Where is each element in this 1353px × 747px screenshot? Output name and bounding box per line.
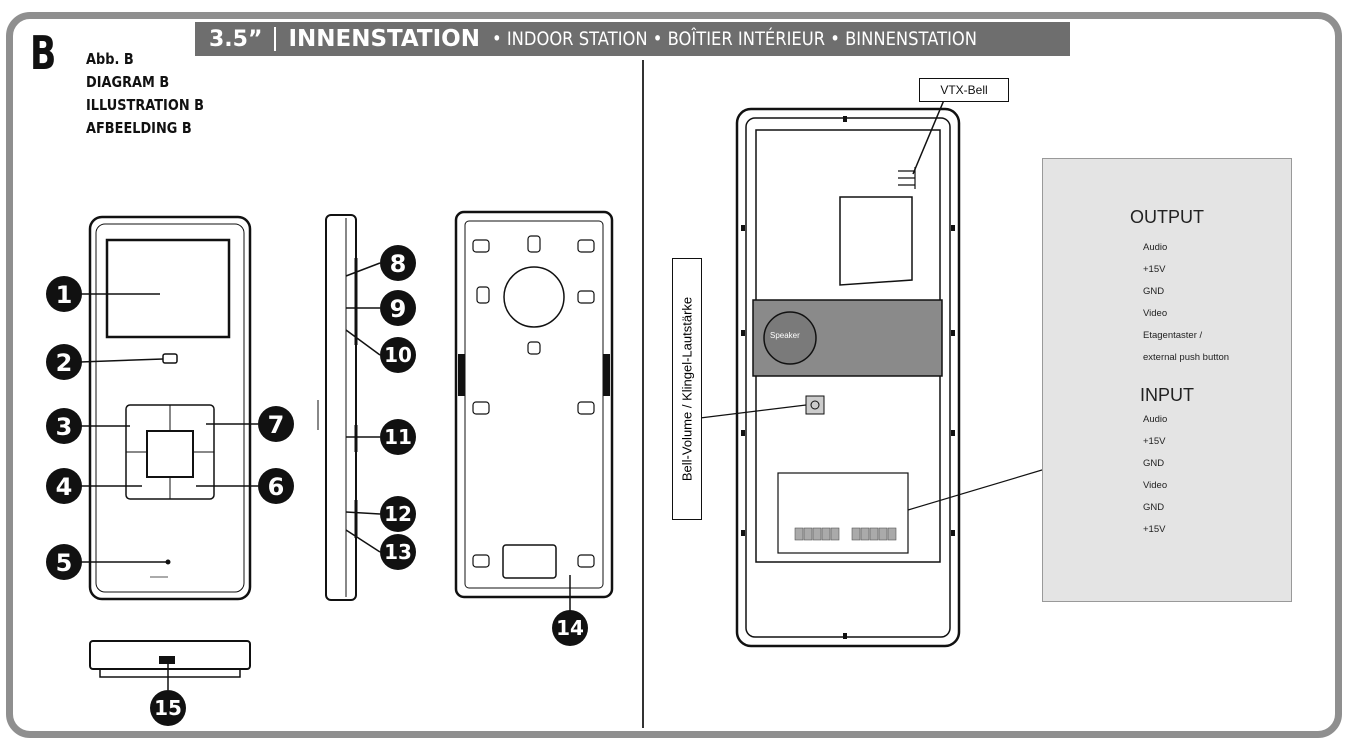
title-translations: • INDOOR STATION • BOÎTIER INTÉRIEUR • B… [491,28,977,50]
label-abb: Abb. B [86,50,134,68]
callout-6: 6 [258,468,294,504]
input-row-15v-2: +15V [1143,524,1166,535]
output-row-etagentaster: Etagentaster / [1143,330,1203,341]
input-row-video: Video [1143,480,1168,491]
callout-8-text: 8 [390,250,407,278]
center-key [146,430,194,478]
center-divider [642,60,644,728]
terminal-block [777,472,909,554]
callout-2-text: 2 [56,349,73,377]
callout-11-text: 11 [384,425,412,449]
callout-7: 7 [258,406,294,442]
callout-15: 15 [150,690,186,726]
speaker-label: Speaker [770,331,800,340]
outer-frame [6,12,1342,738]
callout-leaders [79,262,571,690]
callout-5: 5 [46,544,82,580]
speaker [763,311,817,365]
wall-mount-plate [454,210,614,599]
title-main: INNENSTATION [288,26,480,52]
output-row-video: Video [1143,308,1168,319]
vtx-bell-label: VTX-Bell [919,78,1009,102]
output-row-push-button: external push button [1143,352,1230,363]
callout-3-text: 3 [56,413,73,441]
callout-10: 10 [380,337,416,373]
output-row-audio: Audio [1143,242,1168,253]
callout-4-text: 4 [56,473,73,501]
callout-11: 11 [380,419,416,455]
callout-12-text: 12 [384,502,412,526]
callout-10-text: 10 [384,343,412,367]
output-title: OUTPUT [1130,207,1204,227]
indoor-unit-side [317,214,358,601]
title-separator [274,27,277,51]
input-row-gnd: GND [1143,458,1165,469]
indoor-unit-front [88,215,252,601]
callout-14-text: 14 [556,616,584,640]
bell-volume-box: Bell-Volume / Klingel-Lautstärke [672,258,702,520]
ribbon-cable [839,196,913,286]
connector-legend-panel: OUTPUT INPUT [1042,158,1292,602]
callout-7-text: 7 [268,411,285,439]
label-diagram: DIAGRAM B [86,73,170,91]
callout-15-text: 15 [154,696,182,720]
microphone-hole [165,559,171,565]
callout-2: 2 [46,344,82,380]
callout-4: 4 [46,468,82,504]
callout-12: 12 [380,496,416,532]
output-row-gnd: GND [1143,286,1165,297]
callout-13-text: 13 [384,540,412,564]
callout-14: 14 [552,610,588,646]
station-back-view [699,99,1053,648]
input-row-gnd-2: GND [1143,502,1165,513]
center-small-button [162,353,178,364]
callout-9: 9 [380,290,416,326]
indoor-unit-bottom [89,640,251,678]
section-letter: B [30,26,57,80]
input-row-15v: +15V [1143,436,1166,447]
display-screen [105,238,231,339]
callout-1: 1 [46,276,82,312]
input-title: INPUT [1140,385,1194,405]
callout-5-text: 5 [56,549,73,577]
callout-1-text: 1 [56,281,73,309]
label-illustration: ILLUSTRATION B [86,96,204,114]
title-bar: 3.5” INNENSTATION • INDOOR STATION • BOÎ… [195,22,1070,56]
callout-9-text: 9 [390,295,407,323]
input-row-audio: Audio [1143,414,1168,425]
screen-size: 3.5” [209,26,263,52]
callout-6-text: 6 [268,473,285,501]
callout-13: 13 [380,534,416,570]
diagram-labels: Abb. B DIAGRAM B ILLUSTRATION B AFBEELDI… [86,48,223,140]
label-afbeelding: AFBEELDING B [86,119,192,137]
callout-8: 8 [380,245,416,281]
output-row-15v: +15V [1143,264,1166,275]
callout-3: 3 [46,408,82,444]
